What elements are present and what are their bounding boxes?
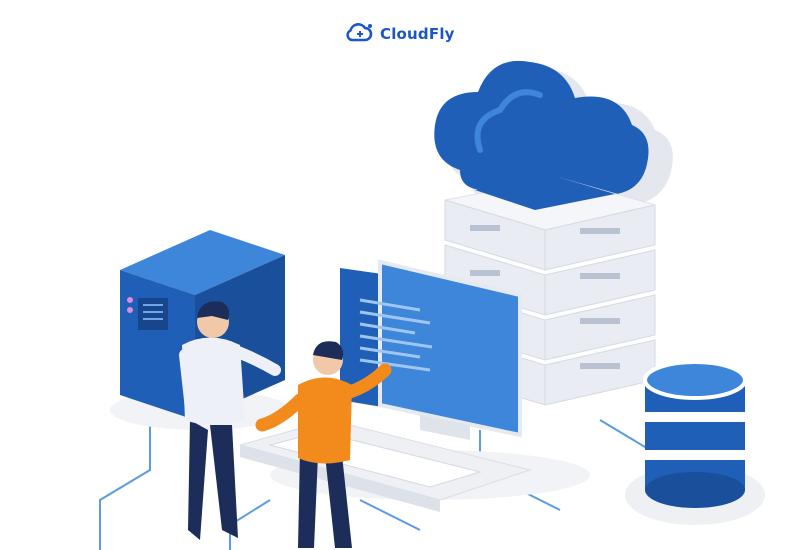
server-tower-icon — [120, 230, 285, 420]
database-icon — [625, 360, 765, 525]
person-white-shirt-icon — [179, 301, 281, 540]
monitor-icon — [340, 259, 522, 440]
brand-logo: CloudFly — [344, 20, 455, 48]
person-orange-shirt-icon — [255, 341, 392, 548]
cloud-logo-icon — [344, 21, 374, 48]
cloud-icon — [434, 60, 673, 205]
brand-name: CloudFly — [380, 25, 455, 43]
